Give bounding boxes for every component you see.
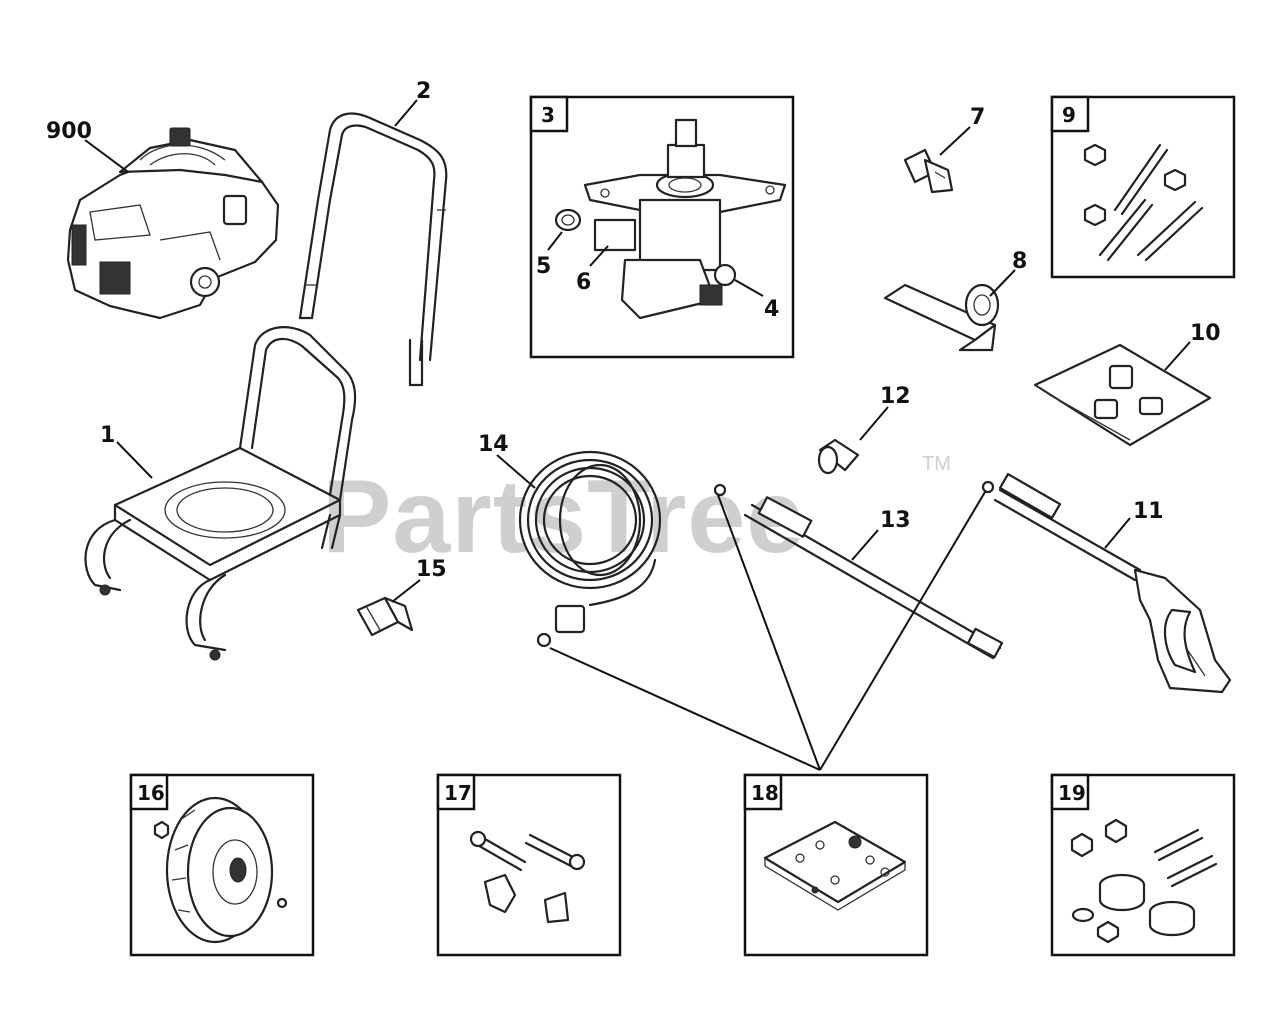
leader-15 [391, 579, 421, 603]
callout-5: 5 [536, 254, 551, 279]
box-19-tab [1050, 773, 1090, 811]
callout-15: 15 [416, 557, 447, 582]
hose-14-illustration [518, 450, 662, 648]
hardware-19-illustration [1070, 818, 1218, 944]
callout-7: 7 [970, 105, 985, 130]
watermark-brand: PartsTree [322, 459, 805, 575]
callout-8: 8 [1012, 249, 1027, 274]
callout-6: 6 [576, 270, 591, 295]
box-3-tab [529, 95, 569, 133]
leader-12 [859, 406, 889, 441]
box-19-number: 19 [1058, 781, 1086, 805]
hardware-9-illustration [1083, 143, 1204, 262]
gun-11-illustration [981, 472, 1232, 694]
box-19 [1050, 773, 1236, 957]
box-9-tab [1050, 95, 1090, 133]
box-18 [743, 773, 929, 957]
callout-13: 13 [880, 508, 911, 533]
nozzle-12-illustration [817, 438, 860, 475]
leader-18-a [549, 647, 821, 771]
leader-1 [116, 441, 153, 479]
leader-11 [1104, 517, 1131, 549]
box-9 [1050, 95, 1236, 279]
box-16 [129, 773, 315, 957]
leader-13 [851, 529, 879, 561]
callout-4: 4 [764, 297, 779, 322]
fitting-7-illustration [903, 148, 954, 194]
bag-10-illustration [1033, 343, 1212, 447]
frame-illustration [84, 326, 357, 661]
leader-900 [84, 139, 129, 173]
clamp-8-illustration [883, 283, 1000, 352]
engine-illustration [66, 127, 280, 320]
pump-illustration [554, 118, 787, 320]
leader-18-b [717, 494, 821, 771]
box-3-number: 3 [541, 103, 555, 127]
box-18-tab [743, 773, 783, 811]
wand-13-illustration [713, 483, 1004, 660]
leader-6 [589, 245, 609, 267]
watermark-trademark: TM [922, 453, 951, 475]
connector-15-illustration [356, 596, 414, 637]
box-17-tab [436, 773, 476, 811]
callout-1: 1 [100, 423, 115, 448]
hardware-17-illustration [469, 830, 586, 924]
callout-900: 900 [46, 119, 92, 144]
leader-8 [989, 269, 1016, 297]
box-17-number: 17 [444, 781, 472, 805]
plate-18-illustration [763, 820, 907, 911]
leader-10 [1164, 341, 1191, 371]
callout-2: 2 [416, 79, 431, 104]
callout-14: 14 [478, 432, 509, 457]
box-17 [436, 773, 622, 957]
box-3 [529, 95, 795, 359]
callout-12: 12 [880, 384, 911, 409]
box-16-tab [129, 773, 169, 811]
box-16-number: 16 [137, 781, 165, 805]
leader-5 [547, 231, 563, 251]
leader-7 [939, 126, 971, 156]
callout-11: 11 [1133, 499, 1164, 524]
box-18-number: 18 [751, 781, 779, 805]
wheel-16-illustration [153, 796, 288, 944]
leader-18-c [819, 491, 986, 771]
handle-illustration [298, 112, 448, 387]
leader-4 [734, 279, 764, 297]
leader-14 [496, 454, 536, 489]
callout-10: 10 [1190, 321, 1221, 346]
box-9-number: 9 [1062, 103, 1076, 127]
leader-2 [394, 99, 418, 127]
